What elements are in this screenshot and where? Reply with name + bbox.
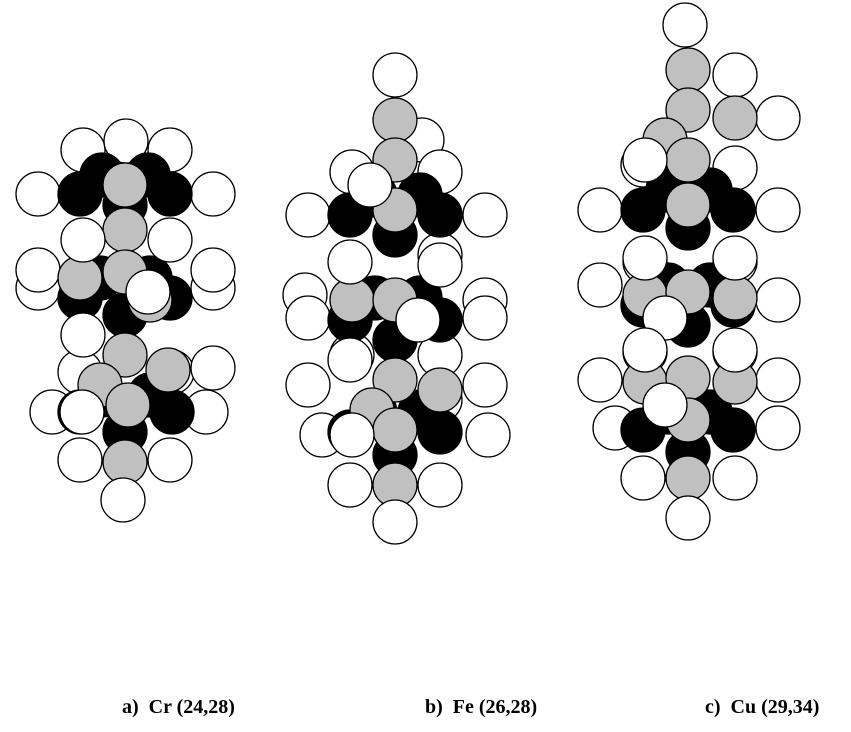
cluster-c-white-atom	[577, 262, 623, 308]
cluster-b-white-atom	[347, 162, 393, 208]
cluster-a-white-atom	[190, 247, 236, 293]
cluster-c-gray-atom	[712, 95, 758, 141]
cluster-c-gray-atom	[665, 137, 711, 183]
cluster-c-white-atom	[622, 235, 668, 281]
cluster-c-white-atom	[622, 137, 668, 183]
cluster-a-white-atom	[15, 171, 61, 217]
cluster-a-cr	[15, 118, 236, 523]
caption-c-text: Cu (29,34)	[730, 696, 820, 718]
cluster-b-white-atom	[462, 192, 508, 238]
cluster-c-white-atom	[642, 382, 688, 428]
cluster-b-fe	[282, 52, 511, 545]
caption-c: c) Cu (29,34)	[705, 696, 819, 719]
caption-a-letter: a)	[122, 696, 139, 718]
cluster-b-white-atom	[327, 239, 373, 285]
cluster-b-gray-atom	[372, 407, 418, 453]
cluster-c-white-atom	[755, 357, 801, 403]
cluster-c-white-atom	[712, 327, 758, 373]
cluster-b-white-atom	[462, 362, 508, 408]
cluster-b-white-atom	[417, 462, 463, 508]
cluster-b-gray-atom	[417, 367, 463, 413]
cluster-a-white-atom	[190, 171, 236, 217]
cluster-a-gray-atom	[105, 382, 151, 428]
cluster-a-gray-atom	[102, 162, 148, 208]
cluster-b-white-atom	[465, 412, 511, 458]
cluster-c-gray-atom	[712, 275, 758, 321]
cluster-c-white-atom	[712, 235, 758, 281]
cluster-a-white-atom	[190, 345, 236, 391]
cluster-a-white-atom	[125, 269, 171, 315]
cluster-c-white-atom	[755, 95, 801, 141]
cluster-a-white-atom	[147, 217, 193, 263]
caption-b-text: Fe (26,28)	[452, 696, 538, 718]
cluster-b-white-atom	[327, 337, 373, 383]
cluster-c-white-atom	[577, 187, 623, 233]
cluster-a-white-atom	[100, 477, 146, 523]
cluster-c-white-atom	[620, 455, 666, 501]
cluster-c-white-atom	[622, 327, 668, 373]
cluster-b-white-atom	[285, 295, 331, 341]
cluster-a-gray-atom	[145, 347, 191, 393]
cluster-a-gray-atom	[102, 332, 148, 378]
caption-b: b) Fe (26,28)	[425, 696, 537, 719]
caption-c-letter: c)	[705, 696, 721, 718]
cluster-b-white-atom	[462, 295, 508, 341]
cluster-b-gray-atom	[329, 277, 375, 323]
cluster-b-white-atom	[417, 242, 463, 288]
cluster-b-white-atom	[372, 499, 418, 545]
cluster-c-gray-atom	[665, 455, 711, 501]
cluster-c-cu	[577, 2, 801, 541]
cluster-c-white-atom	[755, 277, 801, 323]
caption-a: a) Cr (24,28)	[122, 696, 235, 719]
cluster-a-gray-atom	[102, 439, 148, 485]
cluster-b-white-atom	[395, 297, 441, 343]
cluster-c-white-atom	[712, 455, 758, 501]
cluster-a-white-atom	[59, 389, 105, 435]
cluster-a-gray-atom	[57, 255, 103, 301]
cluster-b-white-atom	[327, 462, 373, 508]
cluster-b-gray-atom	[372, 97, 418, 143]
caption-b-letter: b)	[425, 696, 443, 718]
cluster-a-white-atom	[147, 437, 193, 483]
cluster-b-white-atom	[372, 52, 418, 98]
cluster-c-white-atom	[665, 495, 711, 541]
cluster-a-white-atom	[57, 437, 103, 483]
cluster-a-gray-atom	[102, 207, 148, 253]
cluster-c-white-atom	[662, 2, 708, 48]
cluster-b-white-atom	[285, 362, 331, 408]
cluster-c-white-atom	[577, 357, 623, 403]
cluster-c-gray-atom	[665, 47, 711, 93]
caption-a-text: Cr (24,28)	[148, 696, 235, 718]
cluster-a-white-atom	[60, 312, 106, 358]
cluster-b-white-atom	[285, 192, 331, 238]
cluster-a-white-atom	[15, 247, 61, 293]
cluster-c-gray-atom	[665, 182, 711, 228]
cluster-c-white-atom	[755, 187, 801, 233]
cluster-b-white-atom	[329, 412, 375, 458]
cluster-c-white-atom	[712, 52, 758, 98]
cluster-a-white-atom	[60, 217, 106, 263]
cluster-c-white-atom	[755, 405, 801, 451]
